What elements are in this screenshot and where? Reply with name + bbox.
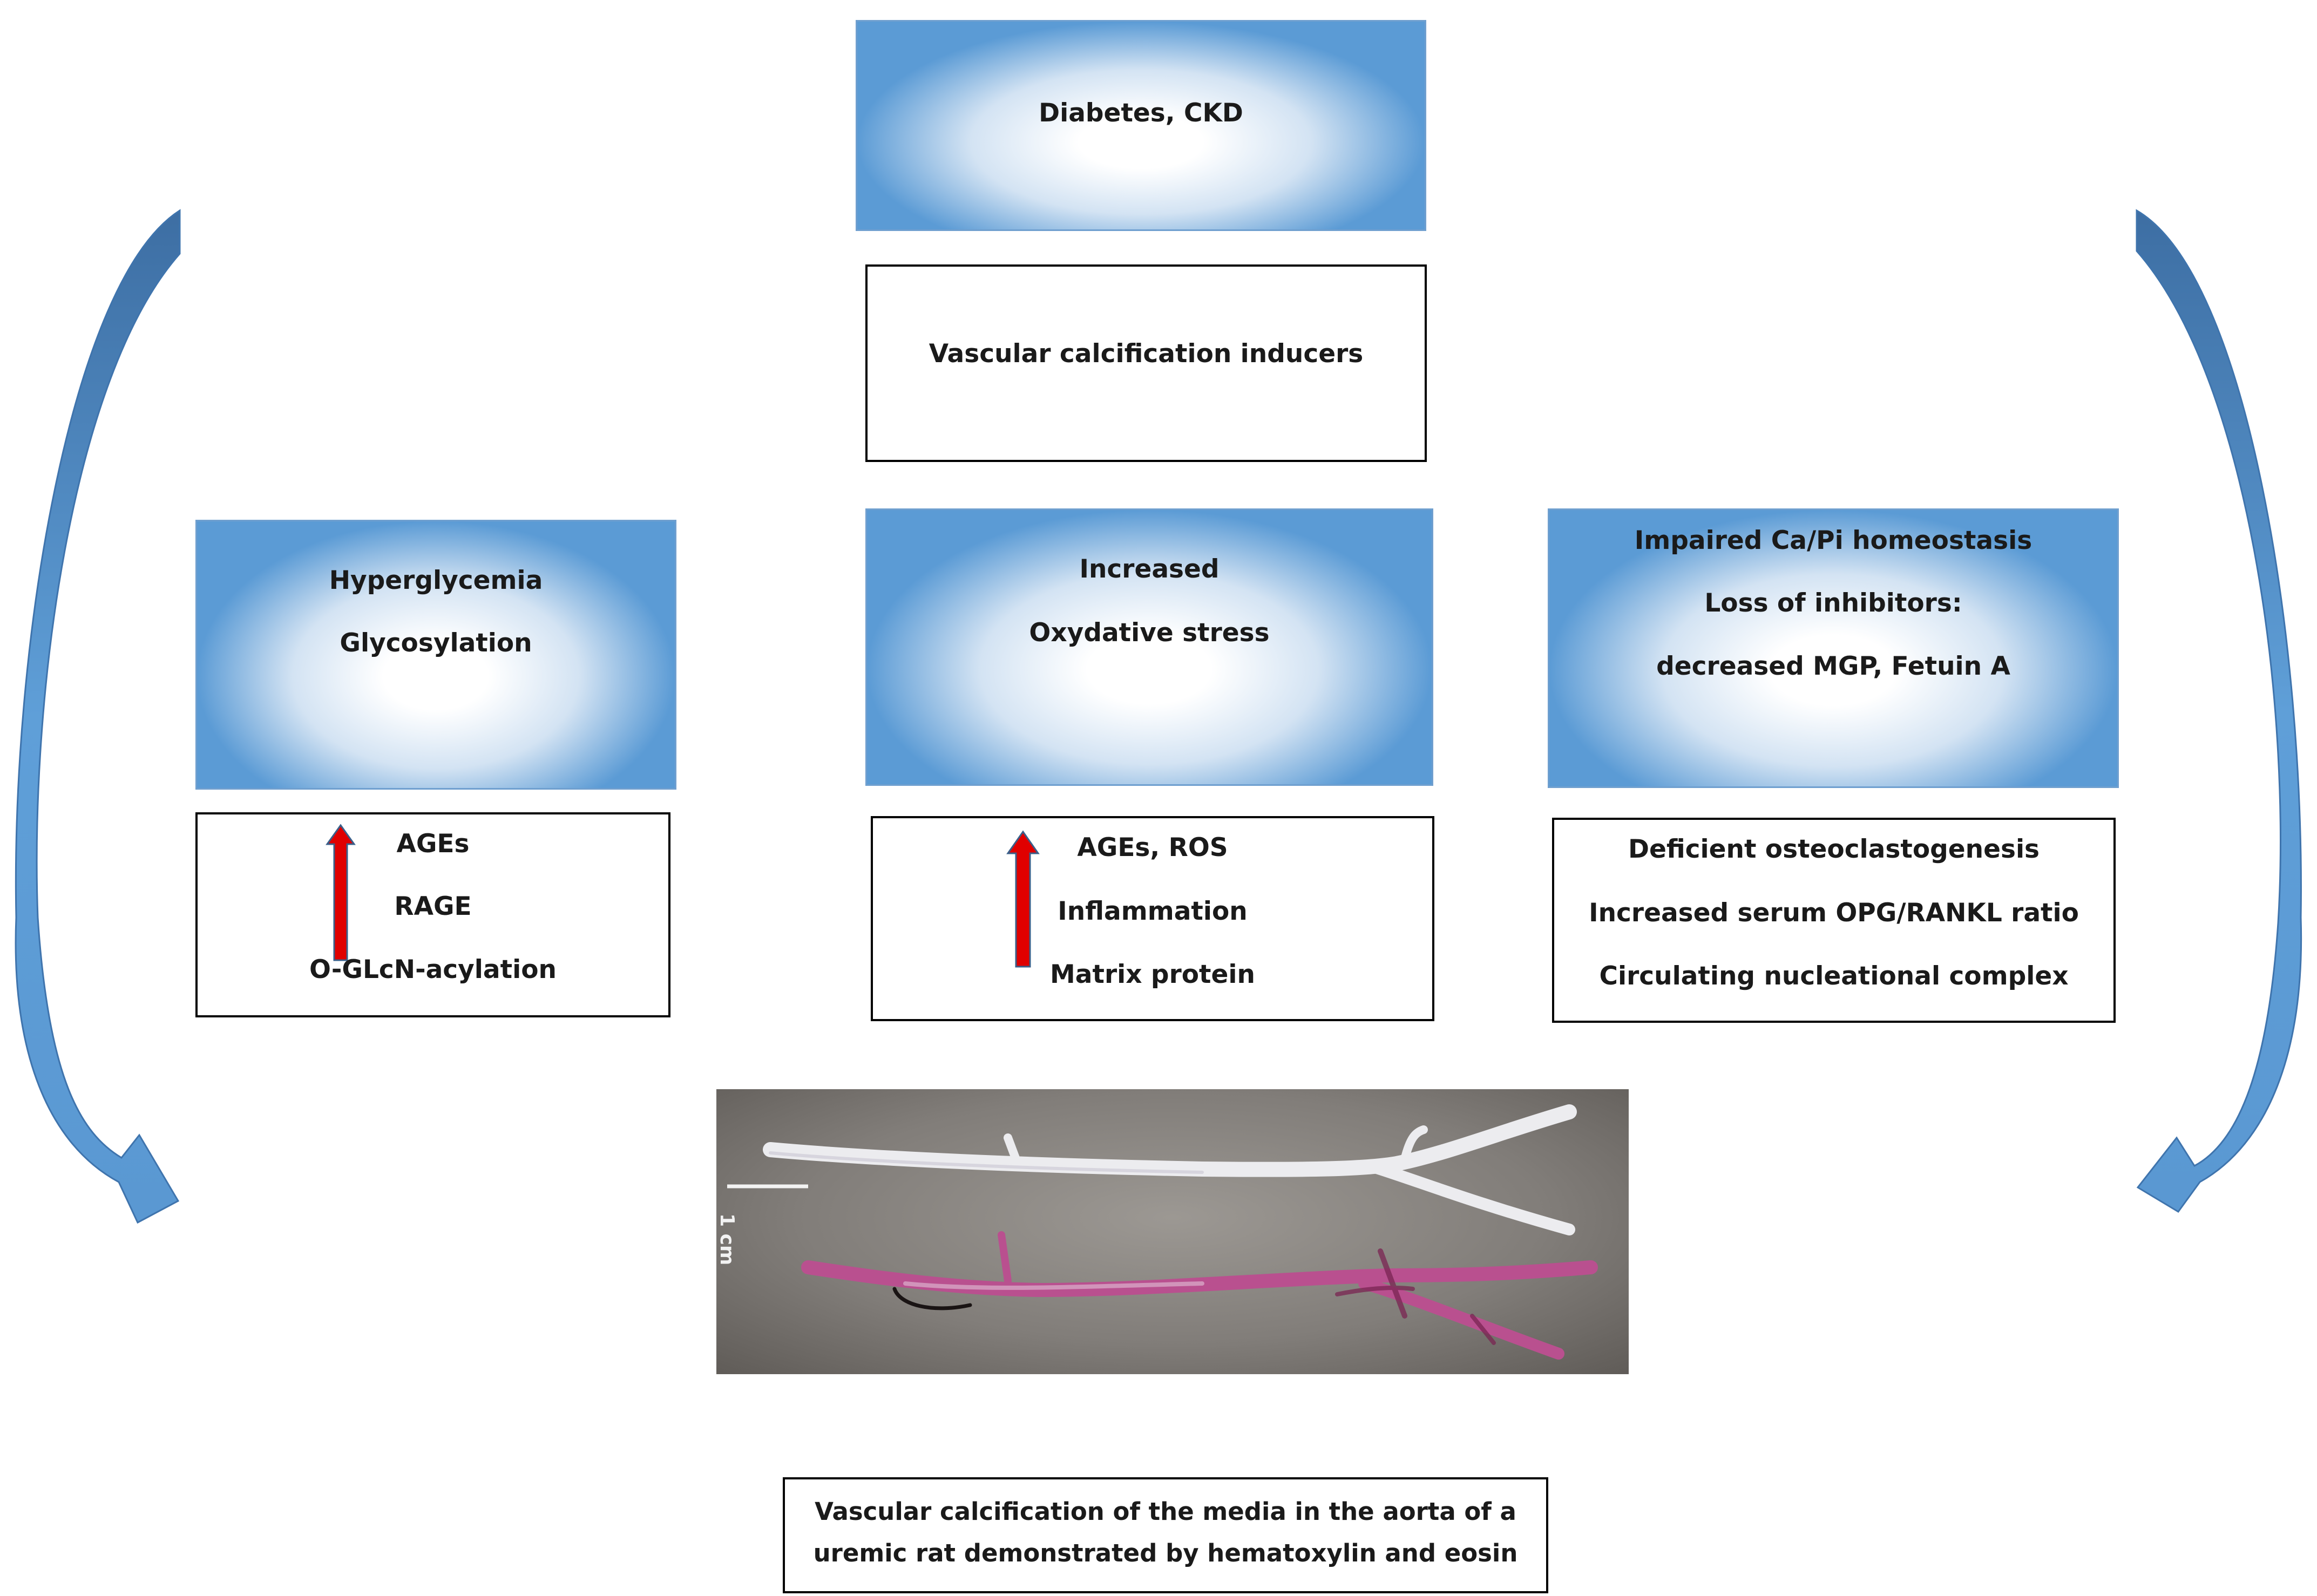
caption-line-1: Vascular calcification of the media in t… [815, 1497, 1516, 1526]
top-box-diabetes-ckd: Diabetes, CKD [856, 20, 1426, 231]
left-box-hyperglycemia: Hyperglycemia Glycosylation [195, 520, 676, 790]
right-box-line-2: Loss of inhibitors: [1704, 588, 1962, 618]
caption-box: Vascular calcification of the media in t… [783, 1477, 1548, 1593]
left-up-arrow-icon [326, 824, 356, 961]
caption-line-2: uremic rat demonstrated by hematoxylin a… [813, 1539, 1518, 1567]
right-effects-line-1: Deficient osteoclastogenesis [1628, 834, 2040, 864]
inducers-box: Vascular calcification inducers [865, 264, 1427, 462]
right-box-line-1: Impaired Ca/Pi homeostasis [1634, 526, 2033, 555]
left-box-line-2: Glycosylation [340, 628, 532, 658]
aorta-photo: 1 cm [716, 1089, 1629, 1374]
right-box-line-3: decreased MGP, Fetuin A [1656, 651, 2010, 681]
top-box-label: Diabetes, CKD [1039, 98, 1243, 128]
right-box-ca-pi-homeostasis: Impaired Ca/Pi homeostasis Loss of inhib… [1548, 508, 2119, 788]
center-effects-line-1: AGEs, ROS [1077, 833, 1228, 862]
center-effects-line-3: Matrix protein [1050, 960, 1255, 989]
center-up-arrow-icon [1006, 830, 1040, 968]
scale-bar-label: 1 cm [716, 1213, 738, 1266]
right-effects-box: Deficient osteoclastogenesis Increased s… [1552, 818, 2116, 1023]
left-effects-line-2: RAGE [394, 892, 472, 921]
center-box-line-1: Increased [1079, 554, 1220, 584]
right-effects-line-3: Circulating nucleational complex [1599, 961, 2069, 991]
aorta-illustration [727, 1104, 1598, 1360]
center-box-oxidative-stress: Increased Oxydative stress [865, 508, 1433, 786]
right-effects-line-2: Increased serum OPG/RANKL ratio [1589, 898, 2079, 928]
left-box-line-1: Hyperglycemia [329, 566, 543, 595]
center-box-line-2: Oxydative stress [1029, 618, 1270, 648]
center-effects-line-2: Inflammation [1058, 897, 1248, 926]
center-effects-box: AGEs, ROS Inflammation Matrix protein [871, 816, 1434, 1021]
left-effects-box: AGEs RAGE O-GLcN-acylation [195, 812, 670, 1017]
inducers-label: Vascular calcification inducers [929, 339, 1364, 369]
left-effects-line-3: O-GLcN-acylation [309, 955, 557, 984]
left-effects-line-1: AGEs [396, 829, 470, 859]
